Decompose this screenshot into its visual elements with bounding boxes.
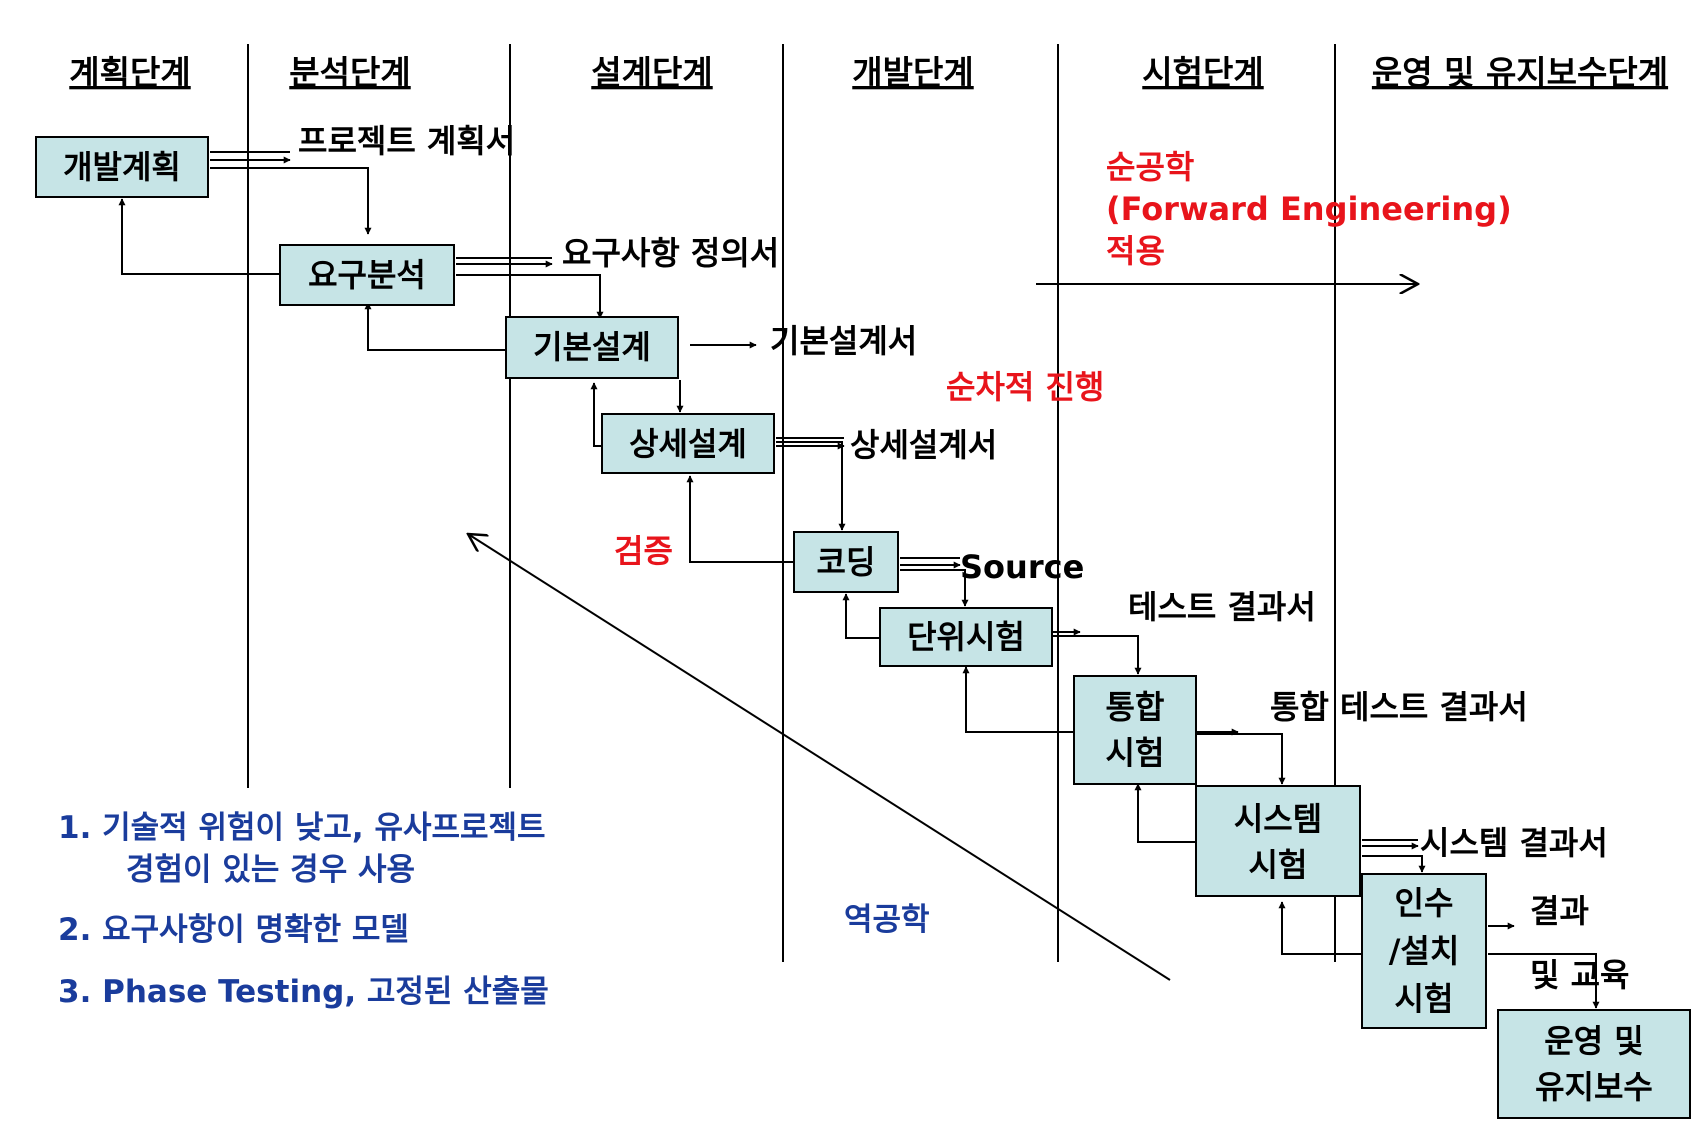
forward-engineering-title: 순공학 (1106, 148, 1194, 186)
reverse-engineering-arrow (468, 534, 1171, 981)
box-plan: 개발계획 (35, 136, 209, 198)
box-requirements: 요구분석 (279, 244, 455, 306)
output-project-plan: 프로젝트 계획서 (298, 122, 515, 160)
connector (1278, 901, 1362, 955)
verification-label: 검증 (614, 532, 673, 570)
box-label: 시스템 (1234, 800, 1322, 838)
note-1-line-2: 경험이 있는 경우 사용 (126, 852, 415, 888)
output-integration-test-report: 통합 테스트 결과서 (1270, 688, 1528, 726)
output-system-report: 시스템 결과서 (1420, 824, 1608, 862)
output-test-report: 테스트 결과서 (1128, 588, 1316, 626)
box-label: 인수 (1395, 884, 1454, 922)
box-label: 통합 (1106, 688, 1165, 726)
connector (842, 593, 882, 639)
connector (210, 167, 372, 235)
output-basic-design-doc: 기본설계서 (770, 322, 917, 360)
box-label: 운영 및 (1544, 1022, 1643, 1060)
phase-dividers (247, 44, 1336, 962)
forward-engineering-subtitle: (Forward Engineering) (1106, 190, 1512, 228)
connector (1052, 635, 1142, 675)
connector (364, 302, 508, 351)
sequential-progress-label: 순차적 진행 (946, 368, 1104, 406)
connector (1134, 783, 1198, 843)
connector (900, 569, 969, 607)
red-annotations: 순공학 (Forward Engineering) 적용 순차적 진행 검증 (614, 148, 1512, 570)
box-integration-test: 통합 시험 (1073, 675, 1197, 785)
phase-headers: 계획단계 분석단계 설계단계 개발단계 시험단계 운영 및 유지보수단계 (69, 53, 1668, 92)
note-1-line-1: 1. 기술적 위험이 낮고, 유사프로젝트 (58, 810, 546, 846)
blue-notes: 역공학 1. 기술적 위험이 낮고, 유사프로젝트 경험이 있는 경우 사용 2… (58, 810, 930, 1010)
box-coding: 코딩 (793, 531, 899, 593)
output-detail-design-doc: 상세설계서 (850, 426, 997, 464)
process-boxes: 개발계획 요구분석 기본설계 상세설계 코딩 단위시험 통합 시험 (35, 136, 1691, 1119)
output-requirements-spec: 요구사항 정의서 (562, 234, 779, 272)
connectors (118, 151, 1600, 1009)
box-label: 개발계획 (63, 148, 181, 186)
phase-header-development: 개발단계 (852, 53, 973, 92)
connector (1488, 953, 1600, 1009)
connector (1196, 733, 1286, 785)
connector (962, 666, 1076, 733)
phase-header-analysis: 분석단계 (289, 53, 410, 92)
output-source: Source (960, 548, 1084, 586)
output-documents: 프로젝트 계획서 요구사항 정의서 기본설계서 상세설계서 Source 테스트… (298, 122, 1629, 994)
box-detail-design: 상세설계 (601, 413, 775, 474)
box-label: 시험 (1249, 846, 1308, 884)
box-label: 단위시험 (907, 618, 1025, 656)
phase-header-planning: 계획단계 (69, 53, 190, 92)
box-label: 기본설계 (533, 328, 651, 366)
box-label: 요구분석 (308, 256, 426, 294)
note-2: 2. 요구사항이 명확한 모델 (58, 912, 409, 948)
box-label: /설치 (1389, 932, 1460, 970)
connector (686, 475, 796, 563)
phase-header-operation: 운영 및 유지보수단계 (1372, 53, 1668, 92)
connector (590, 382, 604, 447)
phase-header-testing: 시험단계 (1142, 53, 1263, 92)
box-basic-design: 기본설계 (505, 316, 679, 379)
box-label: 유지보수 (1535, 1068, 1653, 1106)
note-3: 3. Phase Testing, 고정된 산출물 (58, 974, 549, 1010)
connector (1362, 855, 1426, 873)
box-unit-test: 단위시험 (879, 607, 1053, 667)
phase-header-design: 설계단계 (591, 53, 712, 92)
box-operation: 운영 및 유지보수 (1497, 1009, 1691, 1119)
output-result: 결과 (1530, 892, 1589, 930)
box-label: 시험 (1395, 980, 1454, 1018)
forward-engineering-apply: 적용 (1106, 232, 1165, 270)
reverse-engineering-label: 역공학 (844, 902, 930, 938)
connector (776, 441, 846, 531)
box-acceptance-test: 인수 /설치 시험 (1361, 873, 1487, 1029)
connector (118, 198, 282, 275)
output-training: 및 교육 (1530, 956, 1629, 994)
box-label: 시험 (1106, 734, 1165, 772)
connector (456, 274, 604, 319)
box-system-test: 시스템 시험 (1195, 785, 1361, 897)
box-label: 코딩 (817, 543, 876, 581)
box-label: 상세설계 (629, 425, 747, 463)
